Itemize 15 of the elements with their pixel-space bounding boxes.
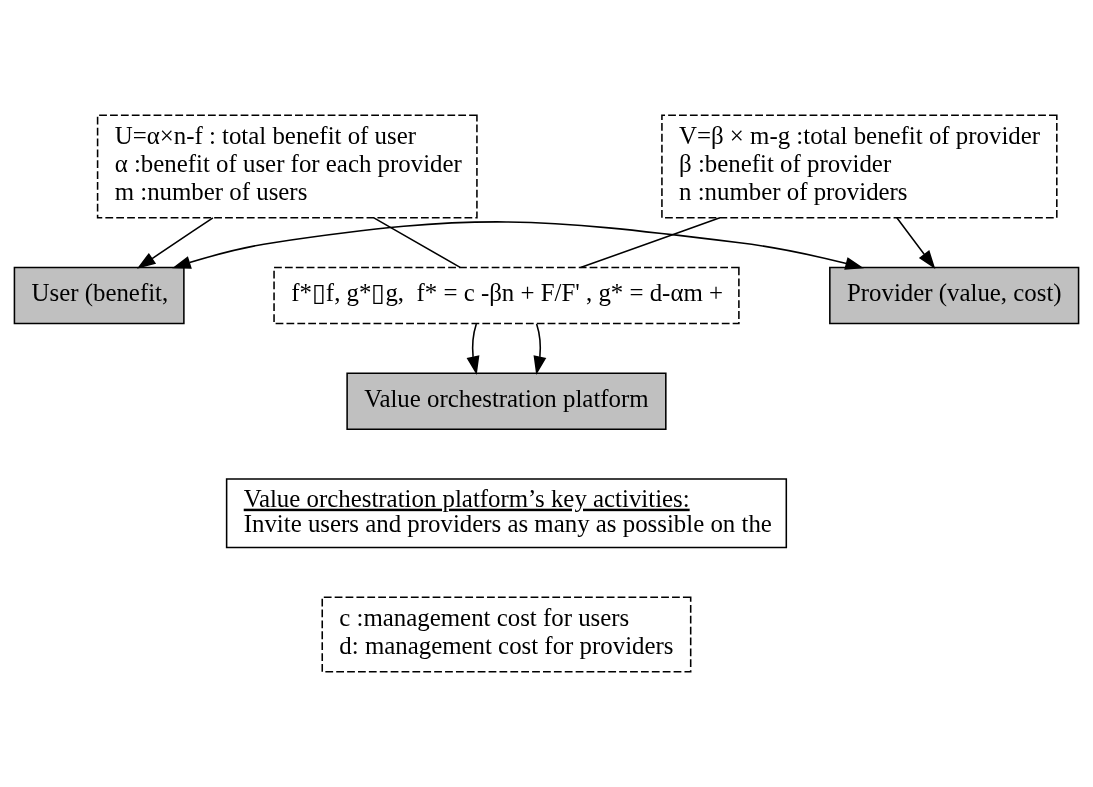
node-box: User (benefit,: [13, 266, 185, 325]
node-box: Value orchestration platform: [346, 372, 667, 431]
arrow: [136, 217, 214, 269]
connector: [373, 217, 461, 269]
node-box: c :management cost for users d: management cost for providers: [321, 596, 692, 673]
node-box: U=α×n-f : total benefit of user α :benefit of user for each provider m :number of users: [96, 114, 478, 219]
node-box: f*▯f, g*▯g, f* = c -βn + F/F' , g* = d-αm +: [273, 266, 740, 325]
arrow: [896, 217, 936, 269]
arrow: [466, 323, 480, 375]
node-box: Value orchestration platform’s key activities: Invite users and providers as many as possible on the: [225, 478, 788, 549]
arrow: [533, 323, 547, 375]
arrow: [172, 221, 864, 270]
node-box: V=β × m-g :total benefit of provider β :benefit of provider n :number of providers: [661, 114, 1058, 219]
connector: [579, 217, 721, 269]
node-box: Provider (value, cost): [829, 266, 1080, 325]
